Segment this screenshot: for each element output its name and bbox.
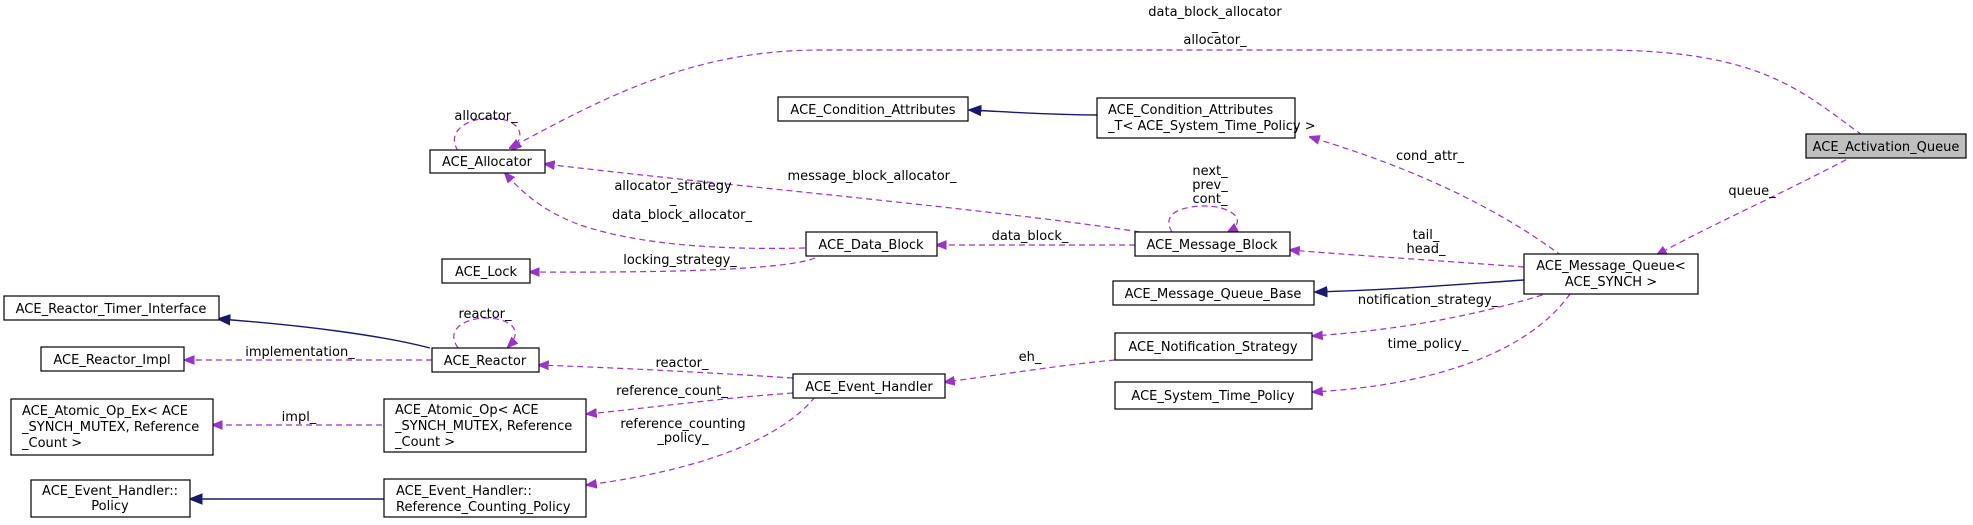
svg-text:ACE_Atomic_Op_Ex< ACE: ACE_Atomic_Op_Ex< ACE [22, 404, 188, 419]
svg-text:ACE_Lock: ACE_Lock [455, 265, 518, 280]
svg-text:ACE_Reactor: ACE_Reactor [444, 354, 527, 369]
edge-reference-count [587, 392, 794, 414]
edge-allocator-strategy [505, 173, 806, 250]
edge-label-data-block-allocator-1: data_block_allocator [1148, 5, 1282, 20]
edge-label-locking-strategy: locking_strategy_ [623, 253, 737, 268]
svg-text:ACE_SYNCH >: ACE_SYNCH > [1565, 275, 1657, 290]
svg-text:ACE_Atomic_Op< ACE: ACE_Atomic_Op< ACE [395, 403, 539, 418]
edge-reactor [539, 365, 794, 379]
edge-label-message-block-allocator: message_block_allocator_ [787, 169, 957, 184]
edge-label-data-block-allocator-2: _ [1211, 19, 1219, 34]
edge-queue [1657, 154, 1856, 255]
svg-text:_Count >: _Count > [394, 435, 455, 450]
edge-label-eh: eh_ [1019, 350, 1042, 365]
node-ace-message-block[interactable]: ACE_Message_Block [1134, 231, 1291, 257]
svg-text:ACE_Notification_Strategy: ACE_Notification_Strategy [1128, 340, 1298, 355]
edge-label-allocator-strategy-1: allocator_strategy [614, 179, 732, 194]
svg-text:_SYNCH_MUTEX, Reference: _SYNCH_MUTEX, Reference [21, 420, 199, 435]
edge-tail-head [1290, 250, 1525, 268]
node-ace-atomic-op[interactable]: ACE_Atomic_Op< ACE _SYNCH_MUTEX, Referen… [383, 398, 587, 453]
node-ace-reactor-timer-interface[interactable]: ACE_Reactor_Timer_Interface [3, 295, 220, 321]
edge-inherit-condition-attributes [970, 110, 1098, 115]
svg-text:Reference_Counting_Policy: Reference_Counting_Policy [396, 500, 571, 515]
edge-label-reference-count: reference_count_ [616, 384, 728, 399]
svg-text:ACE_Event_Handler::: ACE_Event_Handler:: [42, 484, 178, 499]
edge-inherit-message-queue-base [1316, 279, 1525, 292]
svg-text:_Count >: _Count > [21, 436, 82, 451]
svg-text:Policy: Policy [91, 499, 129, 514]
svg-text:ACE_Event_Handler::: ACE_Event_Handler:: [396, 484, 532, 499]
edge-label-next: next_ [1192, 164, 1228, 179]
edge-label-cont: cont_ [1193, 192, 1228, 207]
edge-cond-attr [1310, 137, 1563, 257]
svg-text:ACE_Message_Queue<: ACE_Message_Queue< [1536, 259, 1686, 274]
edge-allocator-self [453, 117, 520, 151]
node-ace-event-handler-policy[interactable]: ACE_Event_Handler:: Policy [30, 479, 191, 518]
node-ace-atomic-op-ex[interactable]: ACE_Atomic_Op_Ex< ACE _SYNCH_MUTEX, Refe… [10, 398, 214, 456]
svg-text:ACE_Condition_Attributes: ACE_Condition_Attributes [1108, 103, 1273, 118]
edge-label-reactor-self: reactor_ [458, 307, 512, 322]
edge-label-implementation: implementation_ [245, 345, 355, 360]
node-ace-message-queue[interactable]: ACE_Message_Queue< ACE_SYNCH > [1523, 253, 1699, 295]
edge-label-reference-counting-2: _policy_ [656, 431, 709, 446]
node-ace-notification-strategy[interactable]: ACE_Notification_Strategy [1114, 332, 1313, 361]
node-ace-system-time-policy[interactable]: ACE_System_Time_Policy [1114, 381, 1313, 410]
svg-text:ACE_Event_Handler: ACE_Event_Handler [805, 380, 933, 395]
node-ace-data-block[interactable]: ACE_Data_Block [805, 231, 938, 257]
node-ace-condition-attributes[interactable]: ACE_Condition_Attributes [777, 96, 969, 122]
edge-label-reactor: reactor_ [655, 356, 709, 371]
svg-text:ACE_Reactor_Impl: ACE_Reactor_Impl [53, 353, 170, 368]
edge-label-time-policy: time_policy_ [1388, 337, 1469, 352]
svg-text:ACE_Data_Block: ACE_Data_Block [818, 238, 924, 253]
svg-text:ACE_Condition_Attributes: ACE_Condition_Attributes [790, 103, 955, 118]
svg-text:ACE_Activation_Queue: ACE_Activation_Queue [1813, 140, 1960, 155]
edge-label-prev: prev_ [1192, 178, 1228, 193]
svg-text:ACE_Reactor_Timer_Interface: ACE_Reactor_Timer_Interface [16, 302, 207, 317]
edge-time-policy [1313, 293, 1571, 392]
svg-text:_SYNCH_MUTEX, Reference: _SYNCH_MUTEX, Reference [394, 419, 572, 434]
node-ace-event-handler[interactable]: ACE_Event_Handler [792, 373, 946, 399]
edge-locking-strategy [530, 257, 816, 272]
edge-label-notification-strategy: notification_strategy_ [1358, 293, 1499, 308]
node-ace-reactor[interactable]: ACE_Reactor [431, 347, 540, 373]
edge-label-impl: impl_ [282, 410, 317, 425]
node-ace-message-queue-base[interactable]: ACE_Message_Queue_Base [1112, 280, 1315, 306]
edge-label-data-block: data_block_ [992, 229, 1069, 244]
edge-message-block-self [1168, 205, 1238, 232]
svg-text:ACE_System_Time_Policy: ACE_System_Time_Policy [1131, 389, 1294, 404]
svg-text:ACE_Message_Queue_Base: ACE_Message_Queue_Base [1125, 287, 1302, 302]
edge-notification-strategy [1313, 291, 1553, 336]
node-ace-lock[interactable]: ACE_Lock [441, 258, 531, 284]
edge-label-allocator-self: allocator_ [454, 109, 518, 124]
edge-label-head: head_ [1407, 242, 1446, 257]
edge-label-cond-attr: cond_attr_ [1396, 149, 1465, 164]
node-ace-reactor-impl[interactable]: ACE_Reactor_Impl [40, 346, 185, 372]
node-ace-reference-counting-policy[interactable]: ACE_Event_Handler:: Reference_Counting_P… [383, 478, 587, 518]
edge-label-allocator-strategy-2: _ [669, 192, 677, 207]
svg-text:ACE_Message_Block: ACE_Message_Block [1146, 238, 1278, 253]
edge-eh [945, 359, 1116, 382]
edge-inherit-reactor-timer-interface [219, 319, 431, 349]
svg-text:ACE_Allocator: ACE_Allocator [442, 155, 533, 170]
edge-reference-counting-policy [587, 396, 816, 485]
node-ace-allocator[interactable]: ACE_Allocator [429, 149, 546, 174]
edge-reactor-self [453, 317, 515, 348]
edge-data-block-allocator-allocator [510, 49, 1863, 148]
svg-text:_T< ACE_System_Time_Policy >: _T< ACE_System_Time_Policy > [1107, 119, 1316, 134]
edge-label-tail: tail_ [1413, 228, 1440, 243]
node-ace-condition-attributes-t[interactable]: ACE_Condition_Attributes _T< ACE_System_… [1096, 97, 1316, 139]
edge-label-data-block-allocator-3: allocator_ [1183, 33, 1247, 48]
edge-label-reference-counting-1: reference_counting [620, 417, 745, 432]
node-ace-activation-queue[interactable]: ACE_Activation_Queue [1805, 133, 1967, 159]
edge-label-allocator-strategy-3: data_block_allocator_ [612, 208, 752, 223]
edge-label-queue: queue_ [1728, 184, 1776, 199]
